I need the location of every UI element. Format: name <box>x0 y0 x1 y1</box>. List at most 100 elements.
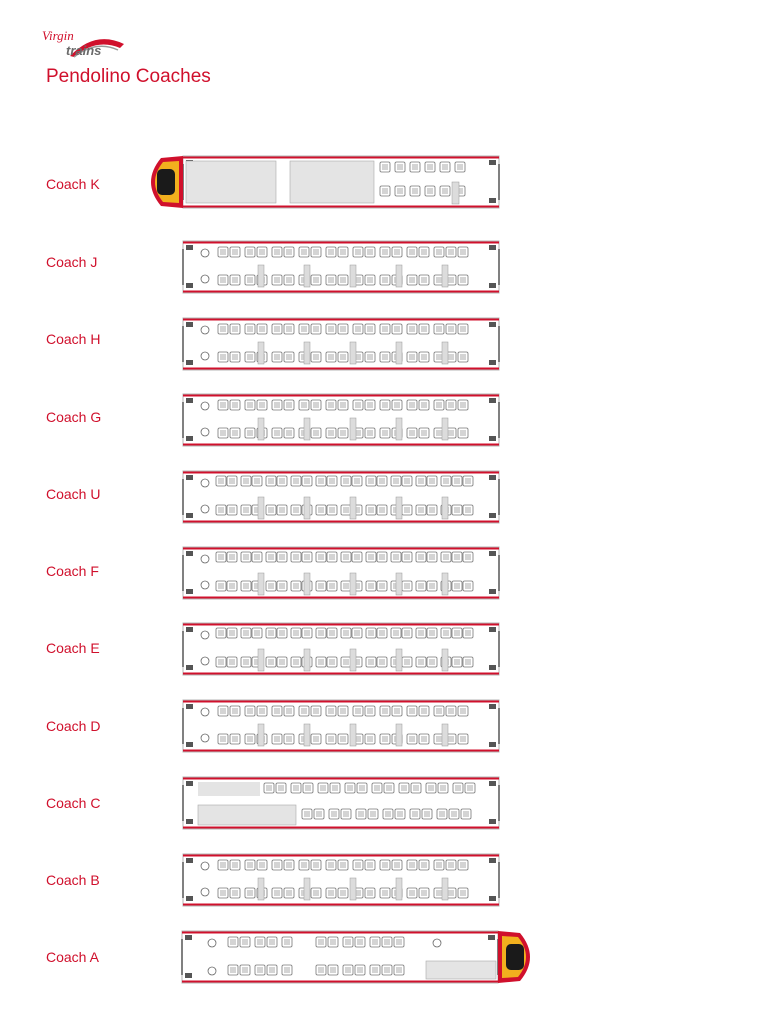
seat-cushion <box>257 939 263 945</box>
seat-cushion <box>328 862 334 868</box>
door-marker <box>489 513 496 518</box>
coach-label-h: Coach H <box>46 331 101 347</box>
seat-cushion <box>345 939 351 945</box>
seat-cushion <box>232 249 238 255</box>
seat-cushion <box>374 785 380 791</box>
door-marker <box>489 704 496 709</box>
seat-cushion <box>266 785 272 791</box>
seat-cushion <box>436 249 442 255</box>
seat-cushion <box>393 630 399 636</box>
seat-cushion <box>329 554 335 560</box>
door-marker <box>186 551 193 556</box>
seat-cushion <box>313 326 319 332</box>
seat-cushion <box>436 736 442 742</box>
seat-cushion <box>421 890 427 896</box>
toilet-icon <box>200 656 210 666</box>
seat-cushion <box>382 188 388 194</box>
seat-cushion <box>286 402 292 408</box>
virgin-trains-logo: Virgin trains <box>40 26 130 62</box>
coach-label-g: Coach G <box>46 409 102 425</box>
seat-cushion <box>460 430 466 436</box>
seat-cushion <box>454 583 460 589</box>
seat-cushion <box>421 402 427 408</box>
seat-cushion <box>268 507 274 513</box>
seat-cushion <box>328 354 334 360</box>
seat-cushion <box>318 507 324 513</box>
seat-cushion <box>367 430 373 436</box>
seat-cushion <box>279 554 285 560</box>
seat-cushion <box>254 554 260 560</box>
seat-cushion <box>232 862 238 868</box>
door-marker <box>489 283 496 288</box>
seat-cushion <box>232 354 238 360</box>
door-marker <box>186 513 193 518</box>
door-marker <box>186 245 193 250</box>
seat-cushion <box>448 890 454 896</box>
seat-cushion <box>454 630 460 636</box>
seat-cushion <box>286 890 292 896</box>
table <box>349 417 357 441</box>
seat-cushion <box>409 354 415 360</box>
door-marker <box>488 935 495 940</box>
seat-cushion <box>367 277 373 283</box>
table <box>441 341 449 365</box>
seat-cushion <box>301 249 307 255</box>
seat-cushion <box>331 811 337 817</box>
seat-cushion <box>436 277 442 283</box>
table <box>257 648 265 672</box>
seat-cushion <box>232 890 238 896</box>
seat-cushion <box>409 277 415 283</box>
seat-cushion <box>357 939 363 945</box>
seat-cushion <box>340 430 346 436</box>
door-marker <box>185 935 192 940</box>
seat-cushion <box>465 659 471 665</box>
seat-cushion <box>460 402 466 408</box>
seat-cushion <box>343 659 349 665</box>
seat-cushion <box>429 507 435 513</box>
seat-cushion <box>386 785 392 791</box>
seat-cushion <box>370 811 376 817</box>
seat-cushion <box>421 277 427 283</box>
seat-cushion <box>243 630 249 636</box>
seat-cushion <box>293 785 299 791</box>
seat-cushion <box>465 554 471 560</box>
seat-cushion <box>220 277 226 283</box>
seat-cushion <box>343 507 349 513</box>
luggage-icon <box>200 554 210 564</box>
coach-u <box>182 470 500 524</box>
door-marker <box>186 283 193 288</box>
toilet-icon <box>200 274 210 284</box>
door-marker <box>186 322 193 327</box>
seat-cushion <box>379 554 385 560</box>
seat-cushion <box>393 554 399 560</box>
door-marker <box>489 781 496 786</box>
seat-cushion <box>397 188 403 194</box>
seat-cushion <box>328 890 334 896</box>
seat-cushion <box>247 277 253 283</box>
seat-cushion <box>247 326 253 332</box>
seat-cushion <box>229 478 235 484</box>
seat-cushion <box>367 354 373 360</box>
seat-cushion <box>279 659 285 665</box>
seat-cushion <box>439 811 445 817</box>
table <box>303 341 311 365</box>
seat-cushion <box>243 478 249 484</box>
table <box>303 723 311 747</box>
door-marker <box>185 973 192 978</box>
coach-c <box>182 776 500 830</box>
seat-cushion <box>268 630 274 636</box>
toilet-icon <box>200 733 210 743</box>
seat-cushion <box>460 736 466 742</box>
seat-cushion <box>443 478 449 484</box>
door-marker <box>489 551 496 556</box>
seat-cushion <box>409 430 415 436</box>
table <box>395 572 403 596</box>
table <box>349 877 357 901</box>
seat-cushion <box>396 967 402 973</box>
seat-cushion <box>278 785 284 791</box>
seat-cushion <box>412 188 418 194</box>
seat-cushion <box>286 708 292 714</box>
door-marker <box>489 819 496 824</box>
table <box>349 341 357 365</box>
seat-cushion <box>230 939 236 945</box>
